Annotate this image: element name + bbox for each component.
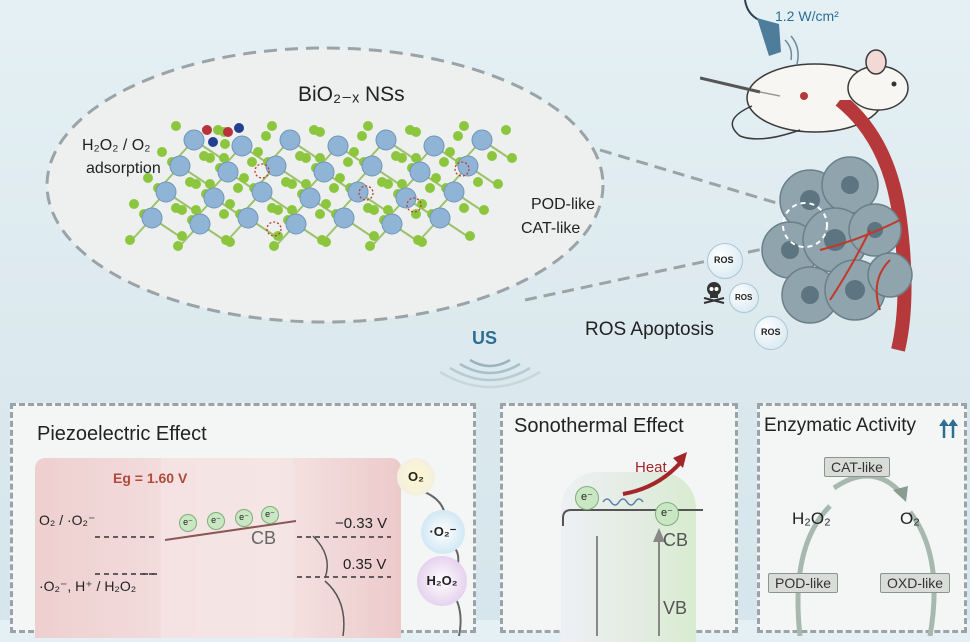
vb-potential-label: 0.35 V bbox=[343, 556, 387, 573]
adsorbed-molecule-icon bbox=[202, 123, 244, 149]
skull-icon bbox=[703, 282, 725, 304]
superoxide-redox-pair-label: ·O₂⁻, H⁺ / H₂O₂ bbox=[39, 578, 137, 594]
electron-1: e⁻ bbox=[179, 514, 197, 532]
ultrasound-waves-icon bbox=[439, 358, 541, 389]
sonothermal-panel: Sonothermal Effect Heat e⁻ e⁻ CB VB bbox=[500, 403, 738, 642]
enzymatic-title: Enzymatic Activity bbox=[764, 415, 917, 436]
material-ellipse bbox=[44, 45, 606, 325]
enzyme-h2o2-label: H₂O₂ bbox=[792, 509, 831, 528]
adsorption-label-line1: H₂O₂ / O₂ bbox=[82, 137, 151, 154]
ros-bubble-3-label: ROS bbox=[761, 327, 781, 337]
enzyme-cycle-diagram bbox=[795, 473, 937, 636]
electron-3: e⁻ bbox=[235, 509, 253, 527]
adsorption-label-line2: adsorption bbox=[86, 160, 161, 177]
sonothermal-title: Sonothermal Effect bbox=[514, 415, 684, 437]
us-label: US bbox=[472, 328, 498, 348]
ros-bubble-2-label: ROS bbox=[735, 293, 753, 302]
enzyme-o2-label: O₂ bbox=[900, 509, 920, 528]
sono-electron-1: e⁻ bbox=[575, 486, 599, 510]
pod-like-tag: POD-like bbox=[768, 573, 839, 593]
ros-apoptosis-label: ROS Apoptosis bbox=[585, 319, 714, 340]
cb-potential-label: −0.33 V bbox=[335, 515, 388, 532]
piezoelectric-title: Piezoelectric Effect bbox=[37, 423, 207, 445]
electron-2: e⁻ bbox=[207, 512, 225, 530]
cat-like-tag: CAT-like bbox=[824, 457, 890, 477]
ros-bubble-3: ROS bbox=[754, 316, 788, 350]
species-superoxide: ·O₂⁻ bbox=[421, 510, 465, 554]
pod-like-label: POD-like bbox=[531, 196, 596, 213]
semiconductor-region bbox=[161, 458, 293, 638]
electron-4: e⁻ bbox=[261, 506, 279, 524]
callout-lines bbox=[524, 148, 806, 302]
sonothermal-diagram bbox=[562, 452, 703, 636]
o2-redox-pair-label: O₂ / ·O₂⁻ bbox=[39, 512, 96, 528]
sono-electron-2: e⁻ bbox=[655, 502, 679, 526]
ros-bubble-1-label: ROS bbox=[714, 255, 734, 265]
tumor-illustration bbox=[761, 100, 913, 352]
cb-label: CB bbox=[251, 528, 277, 548]
ultrasound-probe-icon bbox=[744, 0, 799, 65]
species-h2o2: H₂O₂ bbox=[417, 556, 467, 606]
material-title: BiO₂₋ₓ NSs bbox=[298, 83, 405, 106]
enzymatic-panel: Enzymatic Activity CAT-like H₂O₂ O₂ POD-… bbox=[757, 403, 967, 636]
cat-like-label: CAT-like bbox=[521, 220, 581, 237]
ros-bubble-2: ROS bbox=[729, 283, 759, 313]
bandgap-label: Eg = 1.60 V bbox=[113, 470, 188, 486]
bio2-lattice-illustration bbox=[45, 46, 605, 324]
increase-arrows-icon bbox=[939, 419, 958, 438]
sono-cb-label: CB bbox=[663, 530, 689, 550]
oxd-like-tag: OXD-like bbox=[880, 573, 951, 593]
species-o2: O₂ bbox=[397, 458, 435, 496]
us-power-label: 1.2 W/cm² bbox=[775, 8, 839, 24]
piezoelectric-panel: Piezoelectric Effect Eg = 1.60 V O₂ / ·O… bbox=[10, 403, 476, 638]
heat-label: Heat bbox=[635, 459, 667, 476]
sono-vb-label: VB bbox=[663, 598, 688, 618]
ros-bubble-1: ROS bbox=[707, 243, 743, 279]
